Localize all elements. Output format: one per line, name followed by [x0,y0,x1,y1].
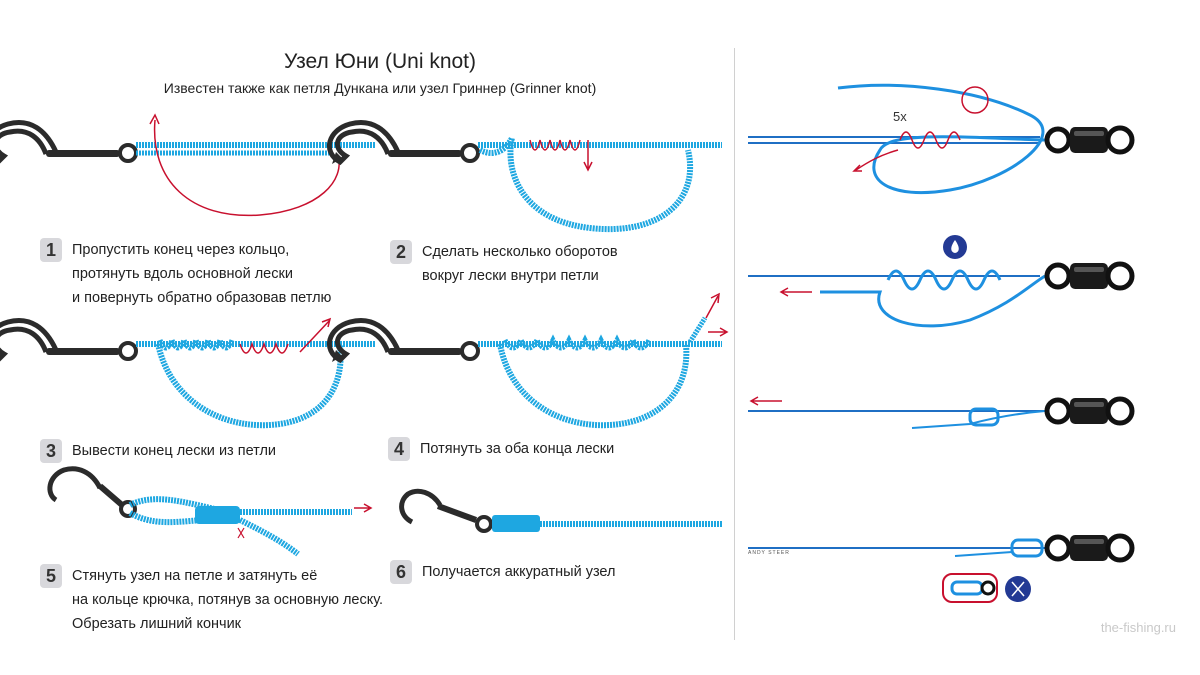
step-3-illustration [0,317,375,429]
watermark: the-fishing.ru [1100,620,1176,635]
page-subtitle: Известен также как петля Дункана или узе… [163,80,597,96]
step-2: 2 Сделать несколько оборотов вокруг леск… [390,240,618,288]
step-4-illustration [329,292,729,429]
step-number: 1 [40,238,62,262]
step-3: 3 Вывести конец лески из петли [40,439,276,463]
turns-label: 5x [893,109,907,124]
step-1-illustration [0,113,375,217]
step-text: Пропустить конец через кольцо, протянуть… [72,242,332,306]
step-text: Потянуть за оба конца лески [420,441,615,457]
page-title: Узел Юни (Uni knot) [283,50,477,73]
step-number: 4 [388,437,410,461]
step-6-illustration [399,488,722,533]
step-number: 5 [40,564,62,588]
step-number: 2 [390,240,412,264]
step-text: Получается аккуратный узел [422,564,616,580]
step-text: Сделать несколько оборотов вокруг лески … [422,244,618,284]
step-6: 6 Получается аккуратный узел [390,560,615,584]
panel-divider [734,48,735,640]
step-number: 6 [390,560,412,584]
step-5: 5 Стянуть узел на петле и затянуть её на… [40,564,383,636]
step-4: 4 Потянуть за оба конца лески [388,437,614,461]
step-2-illustration [329,122,722,233]
step-1: 1 Пропустить конец через кольцо, протяну… [40,238,331,310]
right-panel-row-3 [748,397,1132,429]
step-number: 3 [40,439,62,463]
right-panel-row-4 [748,535,1132,603]
author-credit: ANDY STEER [748,550,790,556]
step-5-illustration [47,466,373,557]
right-panel-row-2 [748,235,1132,328]
step-text: Вывести конец лески из петли [72,443,277,459]
step-text: Стянуть узел на петле и затянуть её на к… [72,568,384,632]
right-panel-row-1 [748,83,1132,195]
